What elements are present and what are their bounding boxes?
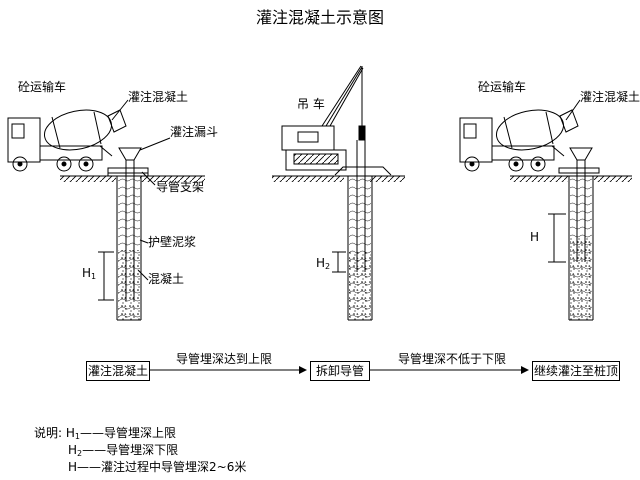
- stage3-concrete-truck: [459, 109, 579, 172]
- note-h: H——灌注过程中导管埋深2~6米: [68, 460, 247, 474]
- stage1-support-label: 导管支架: [156, 180, 205, 194]
- crane: [281, 65, 392, 176]
- stage1-pour-label: 灌注混凝土: [128, 90, 189, 104]
- stage3-truck-label: 砼运输车: [478, 80, 527, 94]
- stage1-support-frame: [107, 167, 149, 176]
- stage1-h1-label: H1: [82, 266, 97, 281]
- stage1-scene: [7, 99, 205, 321]
- stage1-truck-label: 砼运输车: [18, 80, 67, 94]
- stage1-hopper-label: 灌注漏斗: [170, 125, 219, 139]
- stage1-borehole: [116, 168, 142, 321]
- notes-heading: 说明:: [34, 426, 63, 440]
- stage3-leader: [565, 99, 581, 121]
- flow-arrow2-label: 导管埋深不低于下限: [398, 352, 507, 366]
- stage3-scene: [459, 99, 632, 321]
- stage2-ground: [272, 175, 405, 182]
- stage1-slurry-label: 护壁泥浆: [148, 235, 197, 249]
- stage2-borehole: [347, 140, 373, 321]
- stage3-pour-label: 灌注混凝土: [580, 90, 640, 104]
- note-h1: 说明: H1——导管埋深上限: [34, 426, 177, 441]
- stage3-hopper: [558, 147, 600, 174]
- crane-label: 吊 车: [297, 97, 325, 111]
- stage1-concrete-label: 混凝土: [148, 272, 185, 286]
- diagram-title: 灌注混凝土示意图: [255, 8, 384, 27]
- stage1-leaders: [111, 99, 171, 281]
- stage1-concrete-truck: [7, 109, 127, 172]
- flow-step1-box: 灌注混凝土: [86, 361, 150, 381]
- stage2-scene: [272, 65, 405, 321]
- stage3-borehole: [568, 168, 594, 321]
- flow-step2-box: 拆卸导管: [310, 361, 370, 381]
- stage1-hopper: [118, 147, 142, 169]
- stage3-h-dimension: [548, 213, 566, 263]
- stage2-h2-label: H2: [316, 256, 331, 271]
- stage3-h-label: H: [530, 230, 540, 244]
- stage1-h1-dimension: [98, 251, 114, 301]
- flow-step3-box: 继续灌注至桩顶: [532, 361, 620, 381]
- stage2-h2-dimension: [332, 251, 346, 273]
- flow-arrow1-label: 导管埋深达到上限: [176, 352, 273, 366]
- note-h2: H2——导管埋深下限: [68, 443, 179, 458]
